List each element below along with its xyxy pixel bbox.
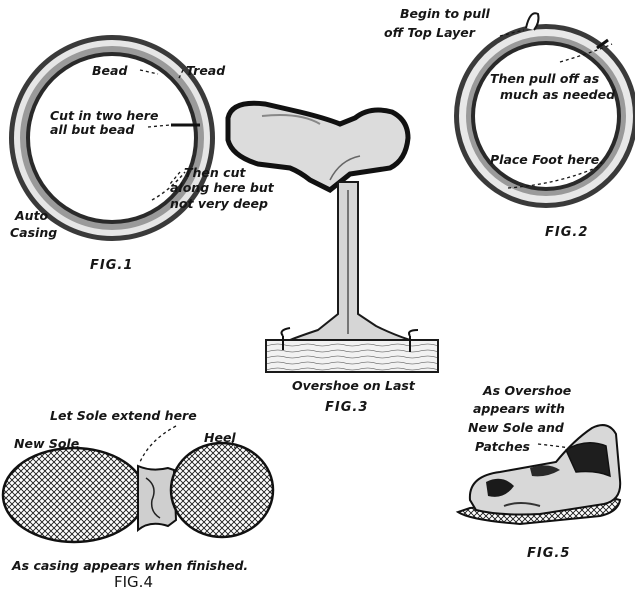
- fig4-new-sole-label: New Sole: [14, 437, 79, 451]
- fig2-pull-line2: much as needed: [500, 88, 615, 102]
- fig4-sole: [3, 443, 273, 542]
- fig4-finished-label: As casing appears when finished.: [12, 559, 248, 573]
- fig1-caption: FIG.1: [90, 259, 133, 273]
- fig1-tread-label: Tread: [186, 64, 225, 78]
- fig1-then-cut-line3: not very deep: [170, 197, 268, 211]
- fig3-caption: FIG.3: [325, 401, 368, 415]
- fig1-bead-label: Bead: [92, 64, 127, 78]
- fig4-extend-label: Let Sole extend here: [50, 409, 197, 423]
- fig5-leader-lines: [538, 444, 570, 448]
- fig1-casing-label: Casing: [10, 226, 57, 240]
- fig1-then-cut-line1: Then cut: [184, 166, 245, 180]
- fig2-place-foot-label: Place Foot here.: [490, 153, 604, 167]
- fig4-caption: FIG.4: [114, 575, 153, 589]
- fig5-line4: Patches: [475, 440, 530, 454]
- fig4-heel-label: Heel: [204, 431, 236, 445]
- fig2-casing-ring: [454, 13, 635, 208]
- fig1-cut-label-line2: all but bead: [50, 123, 134, 137]
- fig1-cut-label-line1: Cut in two here: [50, 109, 158, 123]
- fig5-line2: appears with: [473, 402, 565, 416]
- fig5-line3: New Sole and: [468, 421, 564, 435]
- fig2-caption: FIG.2: [545, 226, 588, 240]
- fig2-pull-line1: Then pull off as: [490, 72, 599, 86]
- fig1-auto-label: Auto: [15, 209, 48, 223]
- fig5-line1: As Overshoe: [483, 384, 571, 398]
- fig5-caption: FIG.5: [527, 547, 570, 561]
- fig3-label: Overshoe on Last: [292, 379, 415, 393]
- fig2-begin-line2: off Top Layer: [384, 26, 475, 40]
- fig2-begin-line1: Begin to pull: [400, 7, 490, 21]
- fig1-then-cut-line2: along here but: [170, 181, 274, 195]
- fig3-overshoe-on-last: [228, 103, 438, 372]
